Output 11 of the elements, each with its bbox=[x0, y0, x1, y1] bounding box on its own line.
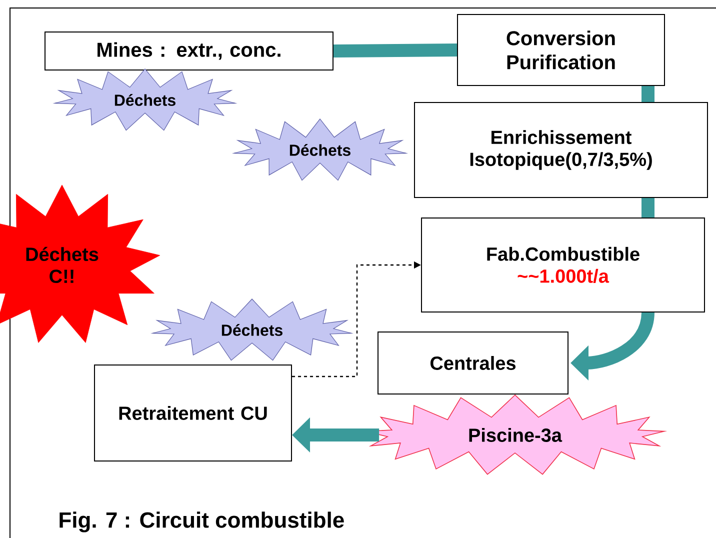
caption: Fig. 7 : Circuit combustible bbox=[60, 512, 344, 532]
process-box: Centrales bbox=[378, 332, 568, 394]
waste-starburst: Déchets C!! bbox=[0, 184, 160, 343]
process-box: Fab.Combustible ~~1.000t/a bbox=[421, 218, 705, 312]
waste-starburst: Déchets bbox=[232, 118, 408, 181]
process-box: Conversion Purification bbox=[457, 14, 665, 86]
process-box: Mines : extr., conc. bbox=[44, 32, 334, 70]
process-box: Enrichissement Isotopique(0,7/3,5%) bbox=[414, 102, 708, 198]
process-box: Retraitement CU bbox=[94, 364, 292, 462]
waste-starburst: Déchets bbox=[150, 298, 354, 361]
waste-starburst: Déchets bbox=[52, 68, 238, 131]
